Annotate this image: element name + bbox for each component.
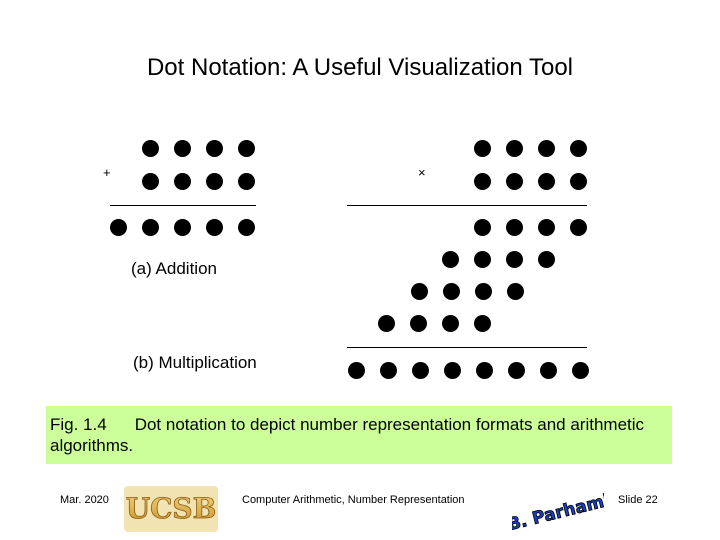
plus-operator: + xyxy=(103,165,111,180)
multiplication-operand1-dot xyxy=(570,140,587,157)
partial-product-4-dot xyxy=(378,315,395,332)
partial-product-4-dot xyxy=(442,315,459,332)
multiplication-operand2-dot xyxy=(474,173,491,190)
addition-sum-dot xyxy=(206,219,223,236)
partial-product-1-dot xyxy=(538,219,555,236)
addition-sum-dot xyxy=(238,219,255,236)
multiplication-operand2-dot xyxy=(506,173,523,190)
multiplication-label: (b) Multiplication xyxy=(133,353,257,372)
product-dot xyxy=(380,362,397,379)
addition-label: (a) Addition xyxy=(131,259,217,278)
product-dot xyxy=(476,362,493,379)
addition-operand2-dot xyxy=(174,173,191,190)
partial-product-3-dot xyxy=(507,283,524,300)
times-operator: × xyxy=(418,165,426,180)
product-dot xyxy=(540,362,557,379)
product-dot xyxy=(412,362,429,379)
author-logo-text: B. Parhami xyxy=(512,491,604,532)
multiplication-operand1-dot xyxy=(538,140,555,157)
addition-operand2-dot xyxy=(142,173,159,190)
ucsb-logo: UCSB xyxy=(124,486,218,532)
partial-product-1-dot xyxy=(506,219,523,236)
partial-product-1-dot xyxy=(570,219,587,236)
product-dot xyxy=(508,362,525,379)
addition-result-rule xyxy=(110,205,256,206)
addition-operand1-dot xyxy=(238,140,255,157)
addition-operand1-dot xyxy=(206,140,223,157)
partial-product-3-dot xyxy=(475,283,492,300)
addition-sum-dot xyxy=(174,219,191,236)
partial-product-3-dot xyxy=(443,283,460,300)
addition-operand1-dot xyxy=(174,140,191,157)
partial-product-2-dot xyxy=(506,251,523,268)
author-logo: B. Parhami xyxy=(505,484,612,535)
footer-center-text: Computer Arithmetic, Number Representati… xyxy=(242,494,465,506)
multiplication-operand-rule xyxy=(347,205,587,206)
partial-product-1-dot xyxy=(474,219,491,236)
partial-product-3-dot xyxy=(411,283,428,300)
footer-date: Mar. 2020 xyxy=(60,494,109,506)
partial-product-4-dot xyxy=(410,315,427,332)
ucsb-logo-text: UCSB xyxy=(126,492,217,525)
addition-operand2-dot xyxy=(206,173,223,190)
product-dot xyxy=(348,362,365,379)
addition-operand1-dot xyxy=(142,140,159,157)
multiplication-operand2-dot xyxy=(538,173,555,190)
multiplication-operand1-dot xyxy=(474,140,491,157)
partial-product-4-dot xyxy=(474,315,491,332)
slide-title: Dot Notation: A Useful Visualization Too… xyxy=(146,54,574,81)
product-dot xyxy=(572,362,589,379)
product-dot xyxy=(444,362,461,379)
multiplication-result-rule xyxy=(347,347,587,348)
partial-product-2-dot xyxy=(442,251,459,268)
slide-number: Slide 22 xyxy=(618,494,658,506)
addition-operand2-dot xyxy=(238,173,255,190)
multiplication-operand1-dot xyxy=(506,140,523,157)
partial-product-2-dot xyxy=(538,251,555,268)
partial-product-2-dot xyxy=(474,251,491,268)
figure-number: Fig. 1.4 xyxy=(50,415,107,434)
figure-caption-text: Dot notation to depict number representa… xyxy=(50,415,645,455)
addition-sum-dot xyxy=(110,219,127,236)
addition-sum-dot xyxy=(142,219,159,236)
multiplication-operand2-dot xyxy=(570,173,587,190)
